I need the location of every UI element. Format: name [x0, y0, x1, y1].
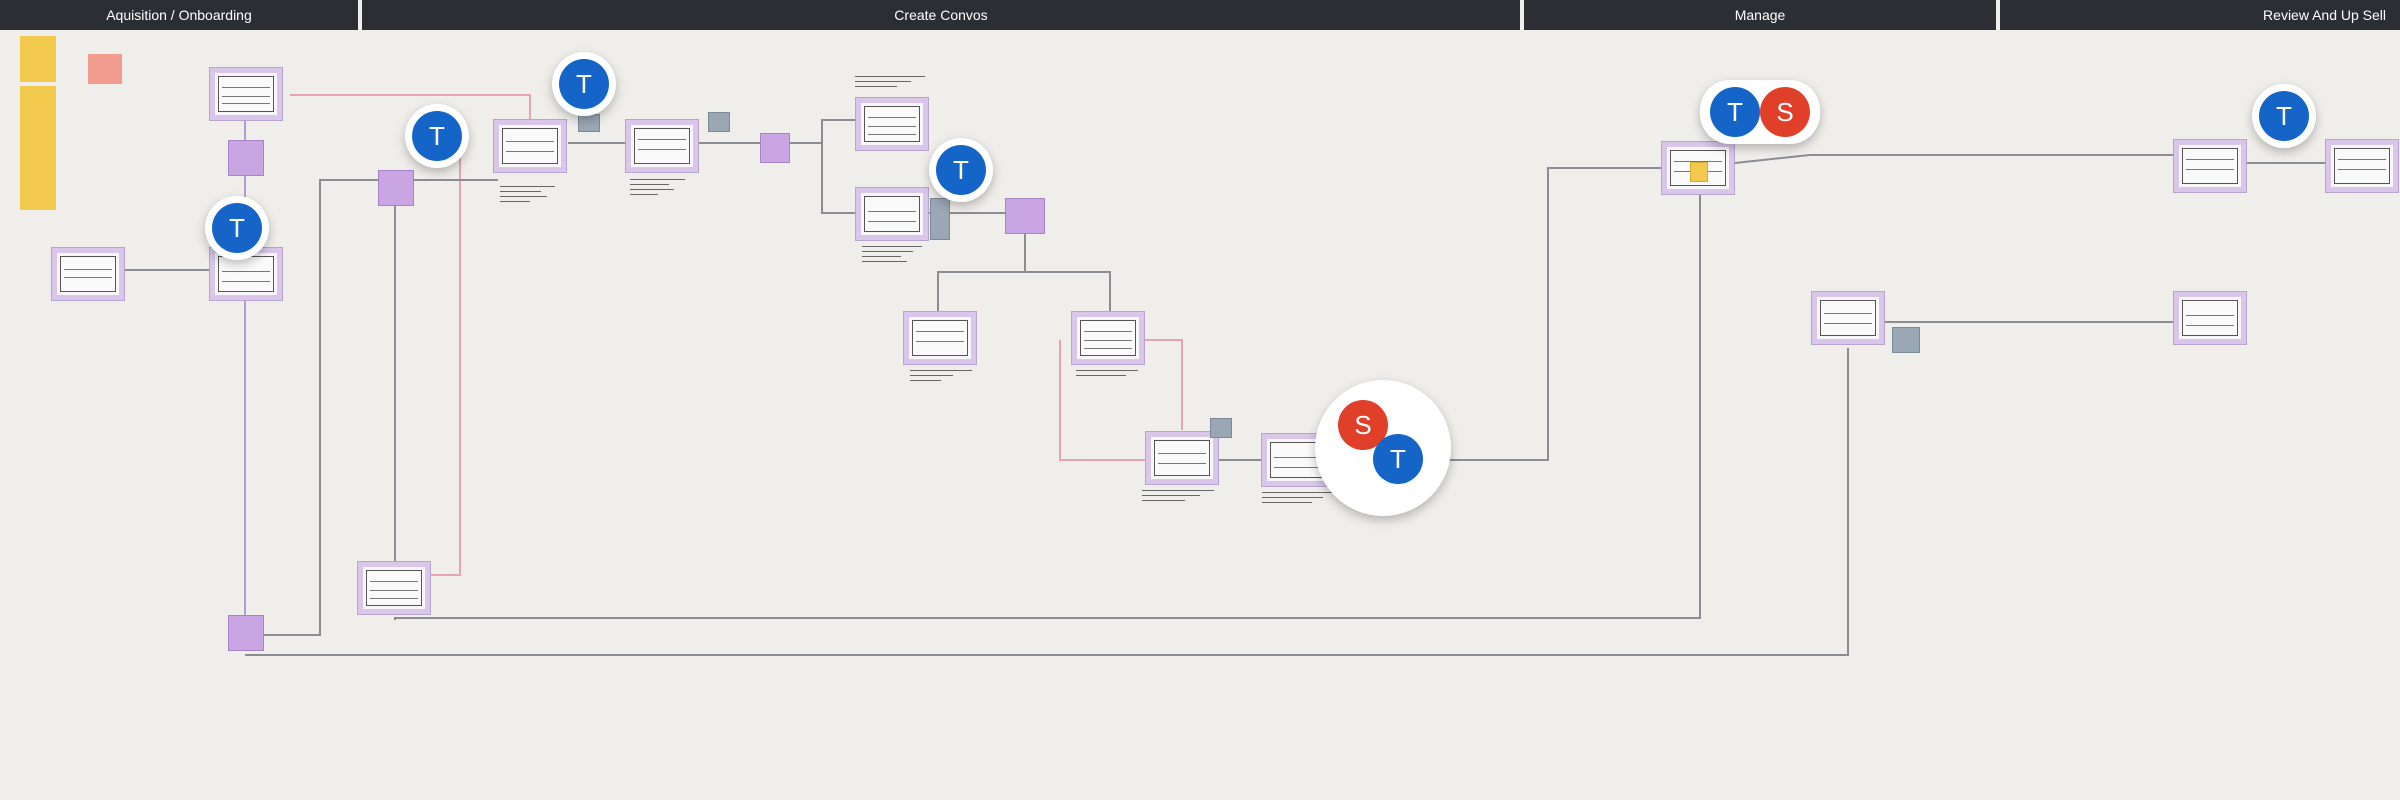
connector-pink-side: [1145, 339, 1183, 430]
phase-review-label: Review And Up Sell: [2263, 7, 2386, 23]
collaborator-avatar-t[interactable]: T: [212, 203, 262, 253]
gray-chip[interactable]: [1210, 418, 1232, 438]
connector-bottom-long: [394, 190, 1701, 620]
wireframe-sketch: [502, 128, 558, 164]
connector-spine-to-flow: [245, 179, 378, 636]
collaborator-avatar-t[interactable]: T: [412, 111, 462, 161]
handwritten-annotation: [1142, 486, 1214, 505]
whiteboard-canvas[interactable]: T T T T T S T S T: [0, 30, 2400, 800]
gray-chip[interactable]: [930, 198, 950, 240]
wireframe-sketch: [2334, 148, 2390, 184]
collaborator-avatar-s[interactable]: S: [1760, 87, 1810, 137]
wireframe-sketch: [1080, 320, 1136, 356]
gray-chip[interactable]: [578, 114, 600, 132]
wireframe-screen[interactable]: [2173, 291, 2247, 345]
collaborator-avatar-s[interactable]: S: [1338, 400, 1388, 450]
wireframe-screen[interactable]: [2173, 139, 2247, 193]
sticky-note-yellow-2[interactable]: [20, 86, 56, 210]
connector-lines: [120, 94, 2328, 656]
wireframe-screen[interactable]: [855, 97, 929, 151]
wireframe-screen[interactable]: [493, 119, 567, 173]
phase-manage[interactable]: Manage: [1524, 0, 1996, 30]
connector-manage-top: [1734, 154, 2178, 164]
wireframe-sketch: [864, 106, 920, 142]
wireframe-sketch: [2182, 148, 2238, 184]
handwritten-annotation: [630, 175, 685, 199]
collaborator-avatar-t[interactable]: T: [1710, 87, 1760, 137]
wireframe-sketch: [60, 256, 116, 292]
wireframe-sketch: [2182, 300, 2238, 336]
handwritten-annotation: [855, 72, 925, 91]
handwritten-annotation: [910, 366, 972, 385]
wireframe-screen[interactable]: [2325, 139, 2399, 193]
connector-pink-down: [1059, 340, 1148, 461]
sticky-note-pink[interactable]: [88, 54, 122, 84]
wireframe-sketch: [218, 256, 274, 292]
wireframe-screen[interactable]: [1071, 311, 1145, 365]
phase-create-convos[interactable]: Create Convos: [362, 0, 1520, 30]
wireframe-screen[interactable]: [625, 119, 699, 173]
wireframe-sketch: [912, 320, 968, 356]
handwritten-annotation: [862, 242, 922, 266]
sticky-note-yellow-1[interactable]: [20, 36, 56, 82]
wireframe-sketch: [1154, 440, 1210, 476]
collaborator-avatar-t[interactable]: T: [559, 59, 609, 109]
flow-note[interactable]: [378, 170, 414, 206]
gray-chip[interactable]: [1892, 327, 1920, 353]
wireframe-sketch: [634, 128, 690, 164]
gray-chip[interactable]: [708, 112, 730, 132]
collaborator-avatar-t[interactable]: T: [1373, 434, 1423, 484]
wireframe-sketch: [864, 196, 920, 232]
connector-row-5: [821, 143, 858, 214]
wireframe-sketch: [1820, 300, 1876, 336]
wireframe-screen[interactable]: [903, 311, 977, 365]
connector-bottom-2: [245, 348, 1849, 656]
flow-note-yellow[interactable]: [1690, 162, 1708, 182]
wireframe-sketch: [366, 570, 422, 606]
collaborator-avatar-t[interactable]: T: [2259, 91, 2309, 141]
phase-acquisition-onboarding[interactable]: Aquisition / Onboarding: [0, 0, 358, 30]
phase-review-and-up-sell[interactable]: Review And Up Sell: [2000, 0, 2400, 30]
connector-branch: [937, 230, 1111, 315]
wireframe-screen[interactable]: [855, 187, 929, 241]
wireframe-screen[interactable]: [51, 247, 125, 301]
wireframe-screen[interactable]: [209, 67, 283, 121]
wireframe-screen[interactable]: [357, 561, 431, 615]
wireframe-sketch: [218, 76, 274, 112]
handwritten-annotation: [1262, 488, 1334, 507]
flow-note[interactable]: [1005, 198, 1045, 234]
connector-to-manage: [1440, 167, 1665, 461]
wireframe-screen[interactable]: [209, 247, 283, 301]
phase-header-bar: Aquisition / Onboarding Create Convos Ma…: [0, 0, 2400, 30]
flow-note[interactable]: [228, 140, 264, 176]
handwritten-annotation: [1076, 366, 1138, 380]
collaborator-avatar-t[interactable]: T: [936, 145, 986, 195]
connector-row-4: [790, 119, 858, 144]
flow-note[interactable]: [760, 133, 790, 163]
flow-note[interactable]: [228, 615, 264, 651]
handwritten-annotation: [500, 182, 555, 206]
wireframe-screen[interactable]: [1811, 291, 1885, 345]
wireframe-screen[interactable]: [1145, 431, 1219, 485]
